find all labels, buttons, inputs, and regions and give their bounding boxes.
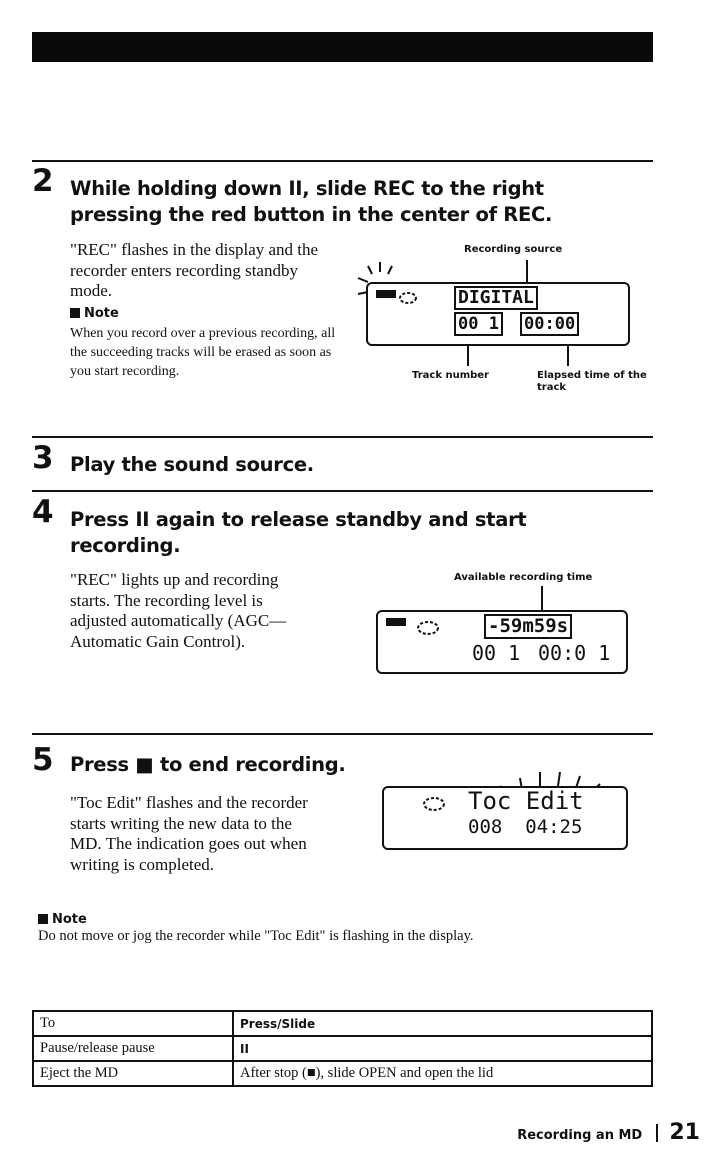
lcd-display-standby: DIGITAL 00 1 00:00 <box>366 282 630 346</box>
table-header-to: To <box>32 1010 234 1037</box>
step-4-body: "REC" lights up and recording starts. Th… <box>70 570 287 651</box>
track-readout: 00 1 <box>472 641 521 665</box>
table-cell-action: Eject the MD <box>32 1060 234 1087</box>
step-2-body: "REC" flashes in the display and the rec… <box>70 240 338 381</box>
table-cell-control: After stop (■), slide OPEN and open the … <box>232 1060 653 1087</box>
rec-indicator-icon <box>386 618 439 635</box>
step-2-text: "REC" flashes in the display and the rec… <box>70 240 319 300</box>
callout-line <box>541 586 543 612</box>
step-5-heading: Press ■ to end recording. <box>70 753 346 776</box>
controls-table: To Press/Slide Pause/release pause II Ej… <box>32 1010 653 1087</box>
lcd-display-toc-edit: Toc Edit 008 04:25 <box>382 786 628 850</box>
time-readout: 00:00 <box>520 312 580 336</box>
note-label: Note <box>38 912 658 927</box>
source-readout: DIGITAL <box>454 286 538 310</box>
divider <box>32 490 653 492</box>
step-number-3: 3 <box>32 440 54 476</box>
page-number: 21 <box>669 1120 700 1145</box>
step-number-4: 4 <box>32 494 54 530</box>
table-cell-control: II <box>232 1035 653 1062</box>
divider <box>32 733 653 735</box>
step-number-5: 5 <box>32 742 54 778</box>
time-readout: 00:0 1 <box>538 641 611 665</box>
divider <box>32 160 653 162</box>
note-text: When you record over a previous recordin… <box>70 326 336 379</box>
header-bar <box>32 32 653 62</box>
lcd-display-recording: -59m59s 00 1 00:0 1 <box>376 610 628 674</box>
note-label: Note <box>70 304 338 325</box>
caption-track-number: Track number <box>412 370 489 381</box>
caption-recording-source: Recording source <box>464 244 563 255</box>
step-2-heading: While holding down II, slide REC to the … <box>70 177 553 226</box>
table-row: Pause/release pause II <box>32 1035 653 1062</box>
divider <box>32 436 653 438</box>
table-row: Eject the MD After stop (■), slide OPEN … <box>32 1060 653 1087</box>
flash-rays-icon <box>357 262 393 295</box>
step-4-heading: Press II again to release standby and st… <box>70 508 527 557</box>
footer-section-title: Recording an MD <box>517 1128 643 1143</box>
disc-icon <box>423 797 445 811</box>
note-block: Note Do not move or jog the recorder whi… <box>38 912 658 946</box>
page-footer: Recording an MD 21 <box>517 1120 700 1145</box>
table-header-row: To Press/Slide <box>32 1010 653 1037</box>
note-text: Do not move or jog the recorder while "T… <box>38 928 474 944</box>
step-number-2: 2 <box>32 163 54 199</box>
table-cell-action: Pause/release pause <box>32 1035 234 1062</box>
step-3-heading: Play the sound source. <box>70 453 314 476</box>
track-time-readout: 008 04:25 <box>468 816 583 838</box>
caption-available-time: Available recording time <box>454 572 593 583</box>
callout-lines <box>467 260 569 366</box>
step-5-body: "Toc Edit" flashes and the recorder star… <box>70 793 308 874</box>
table-header-press: Press/Slide <box>232 1010 653 1037</box>
rec-indicator-icon <box>376 290 417 304</box>
caption-elapsed-time: Elapsed time of the track <box>537 370 647 393</box>
footer-divider <box>655 1124 658 1142</box>
track-readout: 00 1 <box>454 312 503 336</box>
remaining-time-readout: -59m59s <box>484 614 573 639</box>
toc-edit-readout: Toc Edit <box>468 787 584 815</box>
